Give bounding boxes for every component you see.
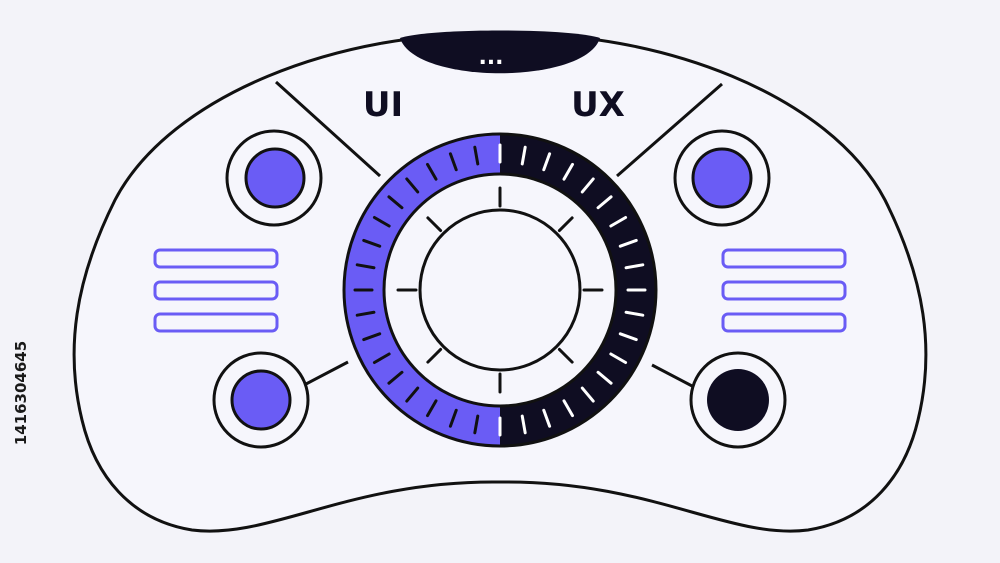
dial-tick (426, 399, 438, 418)
knob-spikes (396, 186, 604, 394)
dial-tick (580, 177, 595, 194)
dial-tick (473, 145, 480, 166)
dial-tick (580, 386, 595, 403)
dial-tick (448, 152, 458, 172)
dial-tick (542, 152, 552, 172)
ux-label: UX (571, 85, 625, 125)
dial-tick (542, 408, 552, 428)
top-notch-dots: ... (478, 45, 503, 70)
menu-line (721, 312, 847, 333)
dial-tick (387, 370, 404, 385)
dial-tick (609, 216, 628, 228)
dial-tick (448, 408, 458, 428)
dial-tick (405, 177, 420, 194)
button-icon (707, 369, 769, 431)
dial-ring-outline (342, 132, 658, 448)
left-top-button[interactable] (225, 129, 323, 227)
divider-right-top (616, 82, 723, 178)
dial-tick (562, 162, 574, 181)
button-icon (230, 369, 292, 431)
dial-tick (520, 414, 527, 435)
dial-tick (609, 352, 628, 364)
dial-tick (387, 195, 404, 210)
menu-line (153, 280, 279, 301)
left-bottom-button[interactable] (212, 351, 310, 449)
knob-spike (426, 347, 443, 364)
right-bottom-button[interactable] (689, 351, 787, 449)
divider-left-bottom (305, 360, 349, 386)
menu-lines-icon[interactable] (721, 248, 847, 333)
dial-tick (473, 414, 480, 435)
dial-tick (624, 263, 645, 270)
button-icon (244, 147, 306, 209)
dial-ticks (353, 143, 647, 437)
dial-tick (362, 332, 382, 342)
top-notch (400, 30, 600, 74)
dial-tick (562, 399, 574, 418)
stock-id: 1416304645 (10, 318, 32, 468)
menu-line (721, 280, 847, 301)
stock-id-text: 1416304645 (12, 340, 30, 446)
dial-tick (596, 370, 613, 385)
menu-line (153, 312, 279, 333)
dial-tick (618, 238, 638, 248)
menu-line (153, 248, 279, 269)
menu-line (721, 248, 847, 269)
divider-left-top (274, 80, 382, 178)
dial-tick (618, 332, 638, 342)
dial-tick (596, 195, 613, 210)
dial-tick (624, 310, 645, 317)
right-top-button[interactable] (673, 129, 771, 227)
ui-label: UI (363, 85, 403, 125)
dial-tick (355, 263, 376, 270)
dial-tick (372, 352, 391, 364)
knob-icon[interactable] (418, 208, 582, 372)
button-icon (691, 147, 753, 209)
knob-spike (426, 216, 443, 233)
dial-tick (405, 386, 420, 403)
knob-spike (557, 216, 574, 233)
dial-tick (355, 310, 376, 317)
dial-tick (372, 216, 391, 228)
dial-tick (520, 145, 527, 166)
dial[interactable] (342, 132, 658, 448)
dial-tick (362, 238, 382, 248)
menu-lines-icon[interactable] (153, 248, 279, 333)
knob-spike (557, 347, 574, 364)
dial-tick (426, 162, 438, 181)
divider-right-bottom (651, 363, 695, 389)
